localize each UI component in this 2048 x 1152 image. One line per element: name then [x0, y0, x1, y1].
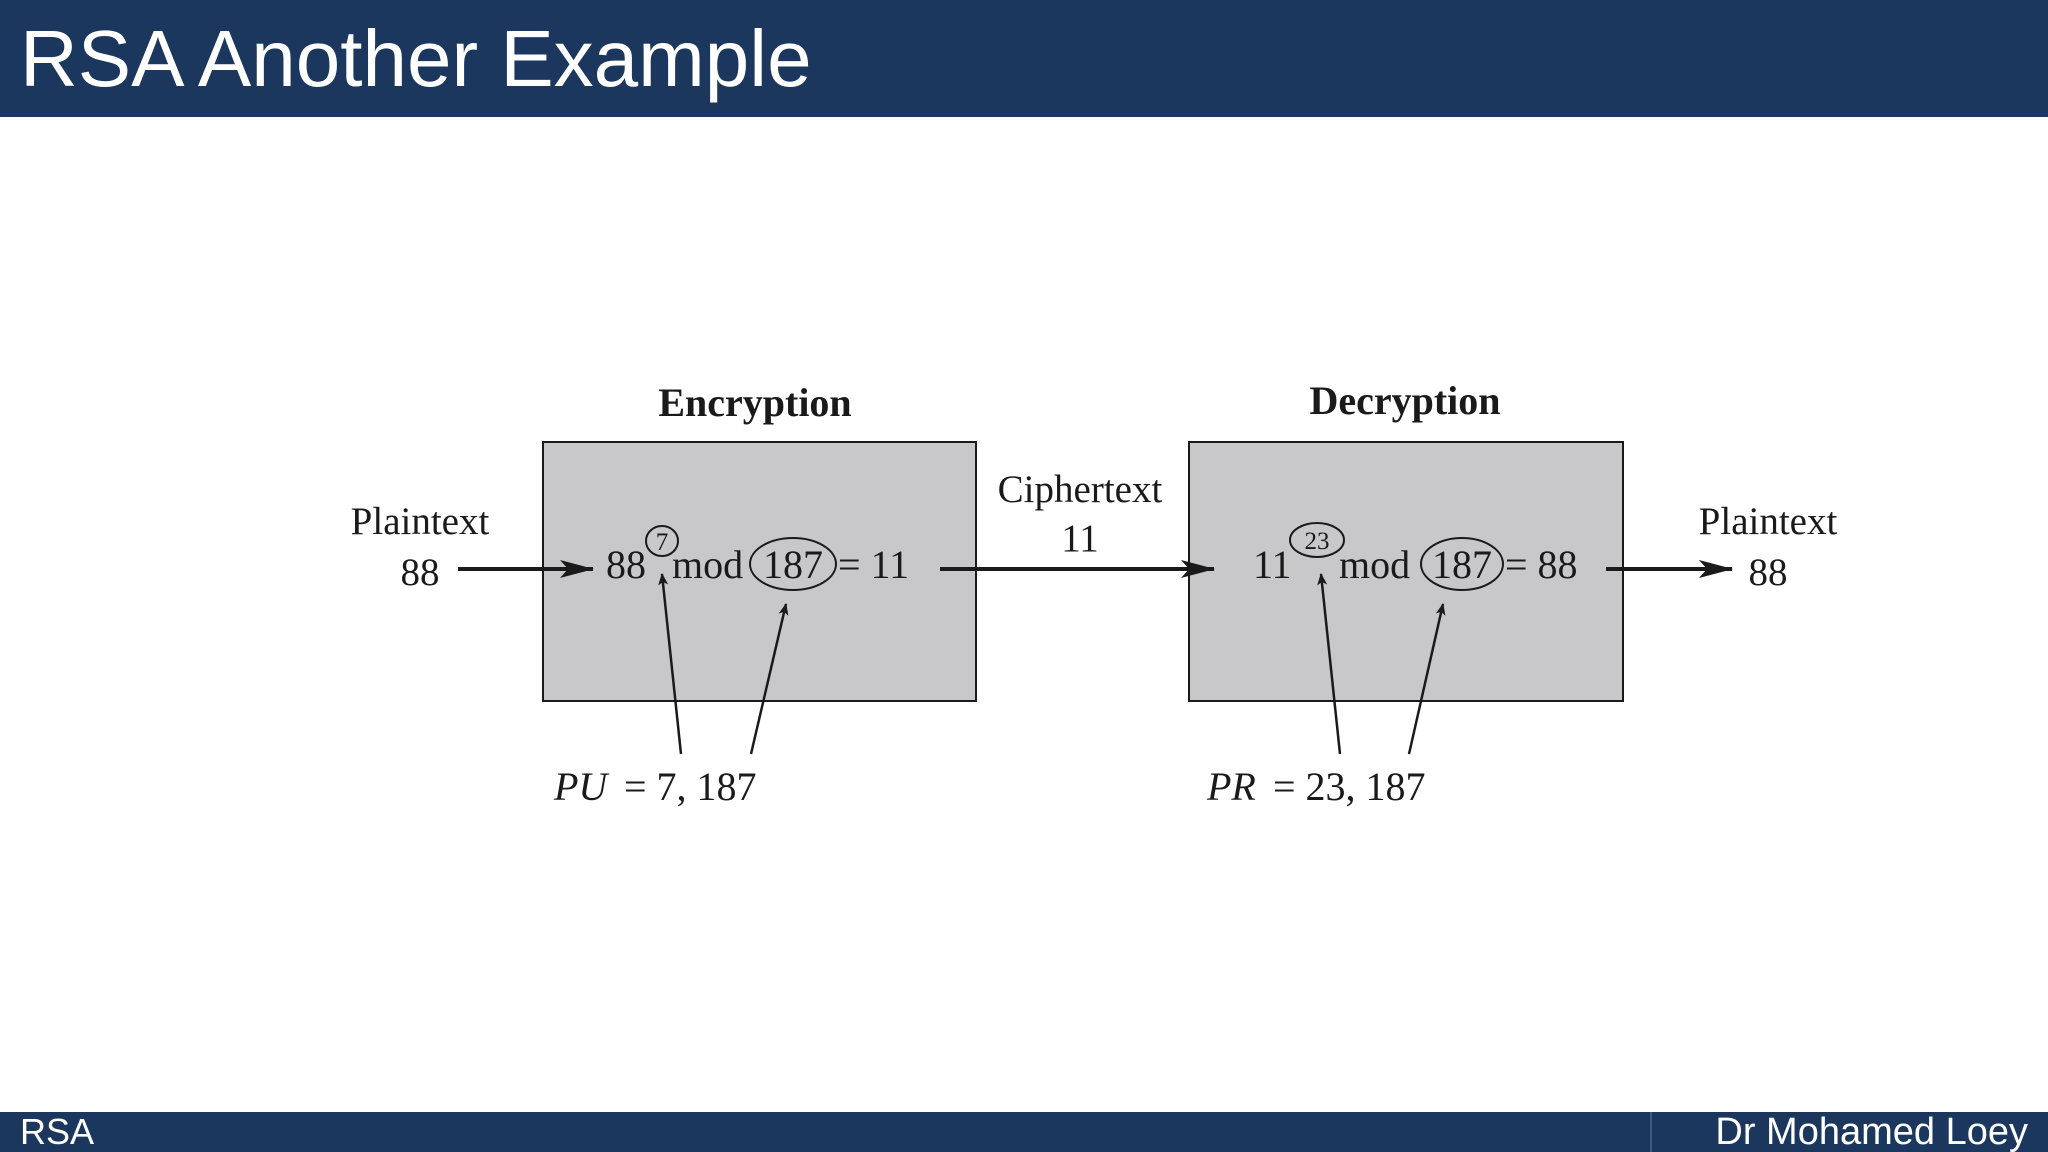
- encryption-box: [542, 441, 977, 702]
- enc-exponent: 7: [656, 529, 669, 556]
- dec-exponent: 23: [1305, 528, 1330, 555]
- ciphertext-label: Ciphertext: [998, 468, 1163, 511]
- footer-author: Dr Mohamed Loey: [1715, 1111, 2028, 1152]
- input-plaintext-label: Plaintext: [351, 500, 490, 543]
- output-plaintext-value: 88: [1749, 551, 1788, 594]
- enc-key-name: PU: [553, 764, 610, 809]
- header-bar: [0, 0, 2048, 117]
- dec-modulus-circle: [1420, 537, 1504, 591]
- decryption-box: [1188, 441, 1624, 702]
- dec-exponent-circle: [1289, 522, 1345, 558]
- footer-divider: [1650, 1112, 1652, 1152]
- dec-result: = 88: [1505, 542, 1578, 587]
- dec-modulus: 187: [1432, 542, 1492, 587]
- enc-result: = 11: [838, 542, 909, 587]
- footer-topic: RSA: [20, 1111, 95, 1152]
- encryption-heading: Encryption: [658, 380, 851, 425]
- ciphertext-value: 11: [1061, 517, 1099, 560]
- input-plaintext-value: 88: [401, 551, 440, 594]
- output-plaintext-label: Plaintext: [1699, 500, 1838, 543]
- dec-modulus-pointer: [1407, 603, 1446, 755]
- enc-modulus-circle: [749, 537, 837, 591]
- enc-modulus: 187: [763, 542, 823, 587]
- enc-modulus-pointer: [749, 603, 789, 755]
- enc-mod-word: mod: [672, 542, 743, 587]
- dec-exponent-pointer: [1317, 573, 1342, 755]
- decryption-heading: Decryption: [1309, 378, 1500, 423]
- dec-key-value: = 23, 187: [1273, 764, 1426, 809]
- slide-title: RSA Another Example: [20, 14, 812, 103]
- enc-exponent-pointer: [658, 573, 683, 755]
- dec-base: 11: [1253, 542, 1292, 587]
- enc-exponent-circle: [645, 525, 679, 557]
- enc-base: 88: [606, 542, 646, 587]
- dec-mod-word: mod: [1339, 542, 1410, 587]
- dec-key-name: PR: [1206, 764, 1256, 809]
- enc-key-value: = 7, 187: [624, 764, 757, 809]
- footer-bar: [0, 1112, 2048, 1152]
